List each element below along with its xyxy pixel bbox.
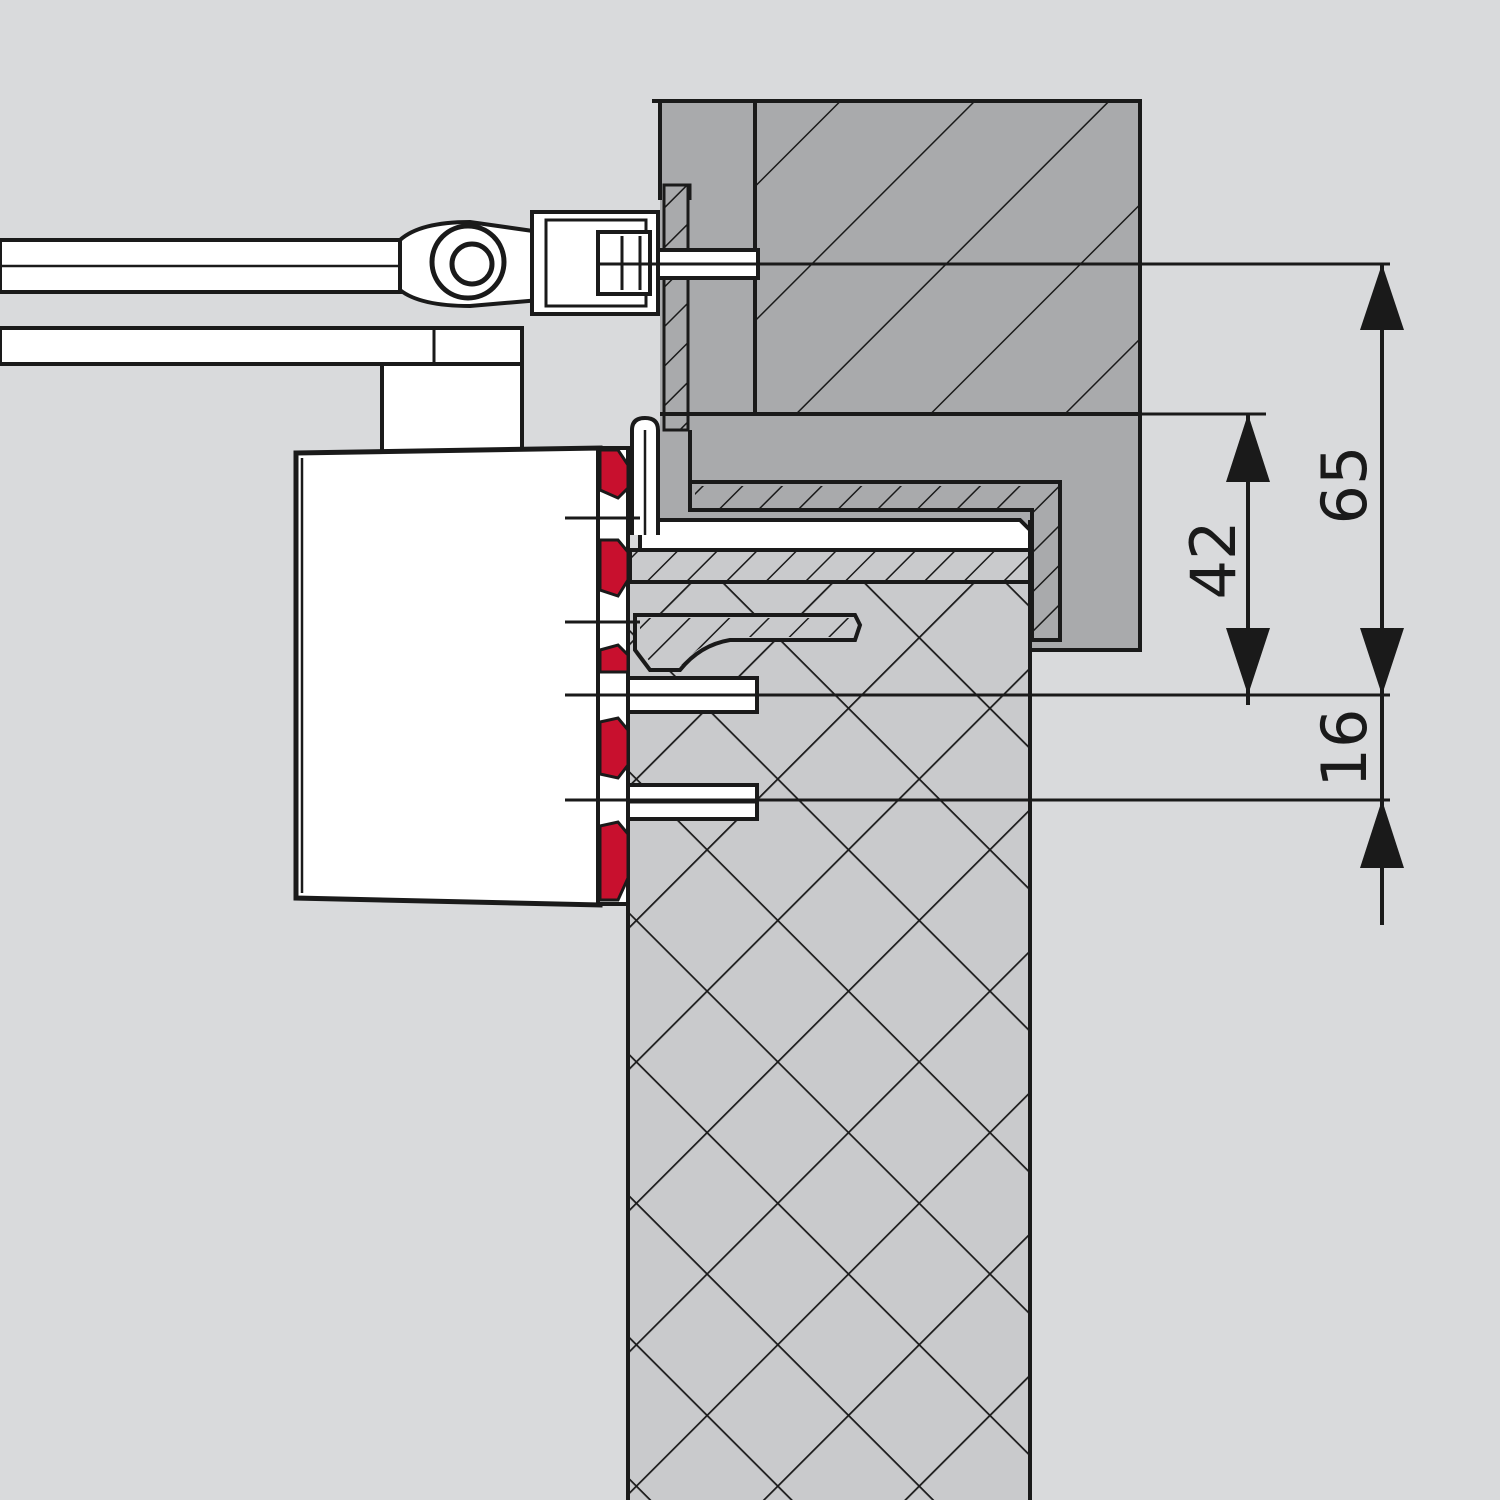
dimension-65-label: 65 — [1308, 446, 1381, 525]
closer-body — [293, 445, 630, 908]
dimension-16-label: 16 — [1308, 709, 1381, 788]
wall-frame — [652, 99, 1142, 418]
red-seal-strip — [598, 448, 630, 902]
dimension-42: 42 — [1177, 414, 1270, 705]
reference-lines — [565, 262, 1390, 802]
closer-arm — [0, 183, 760, 458]
dimension-42-label: 42 — [1177, 521, 1250, 600]
door-leaf — [610, 518, 1032, 1500]
dimension-65: 65 — [1308, 264, 1404, 695]
dimension-16: 16 — [1308, 695, 1404, 925]
guide-pin — [630, 415, 660, 535]
